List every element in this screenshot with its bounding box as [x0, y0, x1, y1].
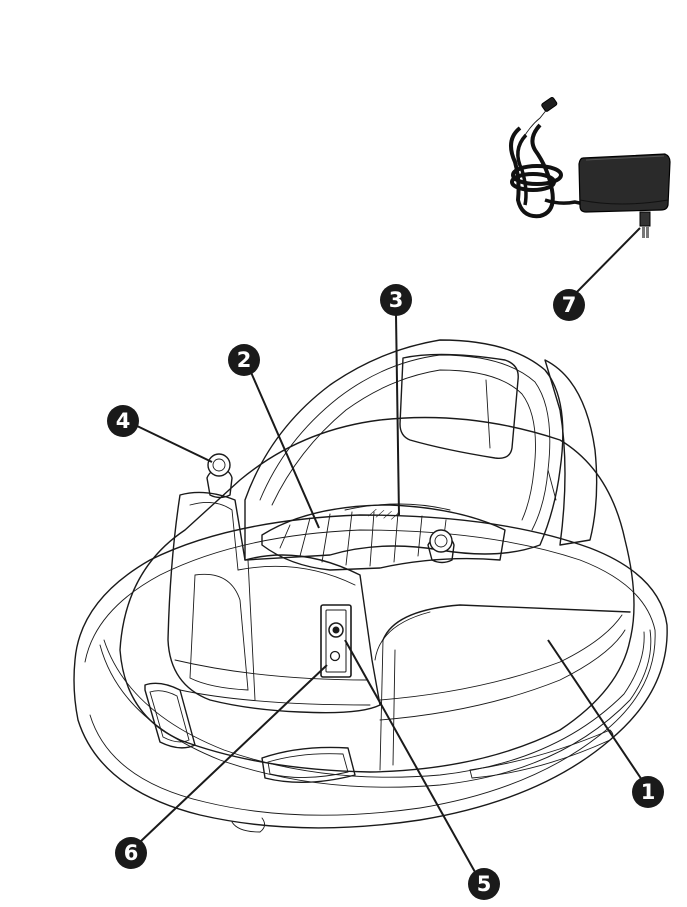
leader-2 [249, 369, 320, 529]
adapter-plug-prongs [639, 211, 651, 238]
leader-4 [134, 424, 213, 463]
svg-text:5: 5 [477, 872, 492, 896]
svg-text:4: 4 [116, 409, 131, 433]
callout-badge-1: 1 [632, 776, 664, 808]
leader-7 [572, 227, 641, 297]
adapter-cable-coil [509, 96, 585, 219]
joystick-right [427, 529, 455, 564]
callout-badge-7: 7 [553, 289, 585, 321]
callout-leaders [134, 227, 643, 873]
leader-1 [547, 639, 643, 781]
power-adapter [509, 96, 671, 238]
svg-text:3: 3 [389, 288, 404, 312]
charging-port [329, 650, 341, 662]
seat-backrest: ⟋⟋⟋⟋ [244, 339, 598, 571]
callout-badge-3: 3 [380, 284, 412, 316]
svg-text:2: 2 [237, 348, 252, 372]
leader-5 [344, 639, 476, 873]
seat-logo-mark: ⟋⟋⟋⟋ [368, 506, 401, 523]
adapter-body [578, 153, 671, 213]
bumper-car: ⟋⟋⟋⟋ [73, 339, 668, 833]
leader-3 [395, 314, 400, 516]
svg-text:6: 6 [124, 841, 139, 865]
car-body-shell [119, 416, 635, 784]
switch-panel [320, 604, 352, 678]
callout-badge-5: 5 [468, 868, 500, 900]
svg-text:7: 7 [562, 293, 577, 317]
front-control-console [167, 491, 381, 714]
callout-badge-4: 4 [107, 405, 139, 437]
callout-badge-2: 2 [228, 344, 260, 376]
joystick-left [206, 453, 233, 499]
bumper-base-ring [73, 514, 668, 833]
callout-badge-6: 6 [115, 837, 147, 869]
leader-6 [139, 664, 328, 843]
svg-text:1: 1 [641, 780, 656, 804]
